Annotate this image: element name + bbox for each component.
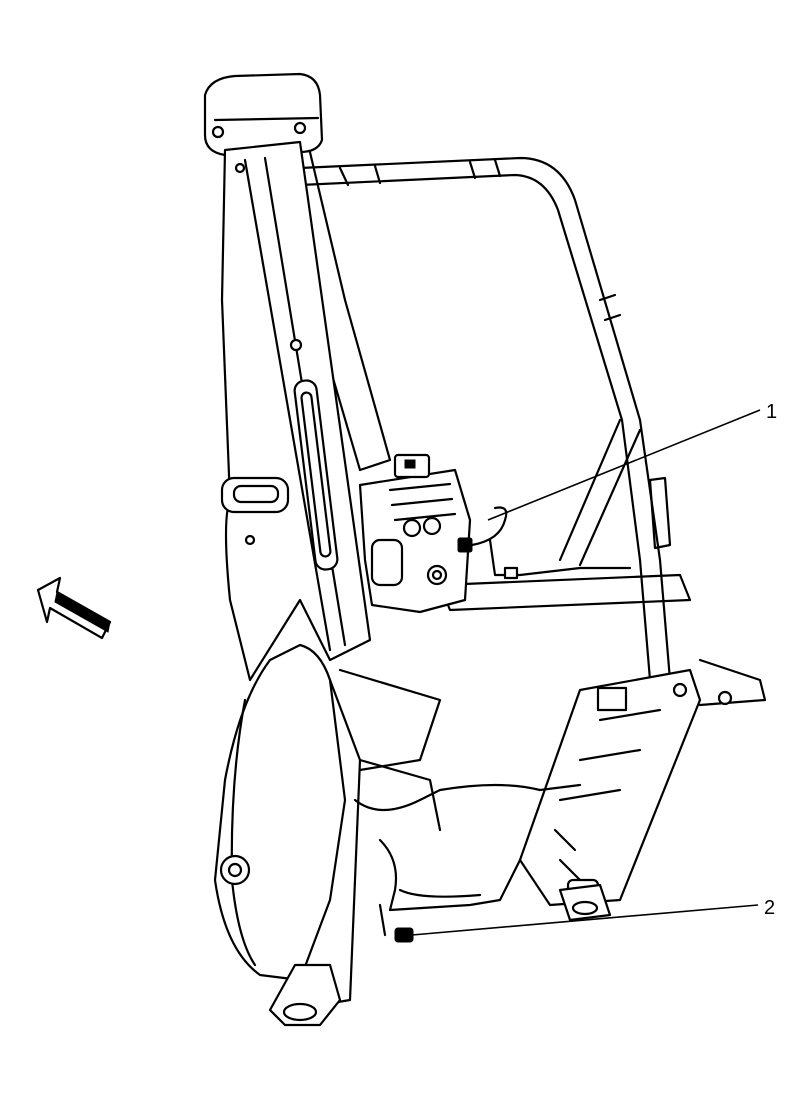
callout-2-label: 2 (764, 897, 775, 919)
forward-arrow-icon (36, 576, 112, 640)
seat-side-trim (220, 140, 372, 682)
callout-2: 2 (411, 897, 775, 936)
belt-guide-loop (220, 476, 290, 514)
seat-cushion-frame (288, 658, 767, 1012)
headrest (203, 72, 324, 157)
callout-1-label: 1 (766, 401, 777, 423)
seat-belt-retractor (358, 453, 632, 614)
seat-back-frame (298, 156, 692, 682)
seat-track-feet (268, 883, 612, 1027)
seat-side-shield (213, 643, 347, 982)
callout-1: 1 (487, 401, 777, 521)
